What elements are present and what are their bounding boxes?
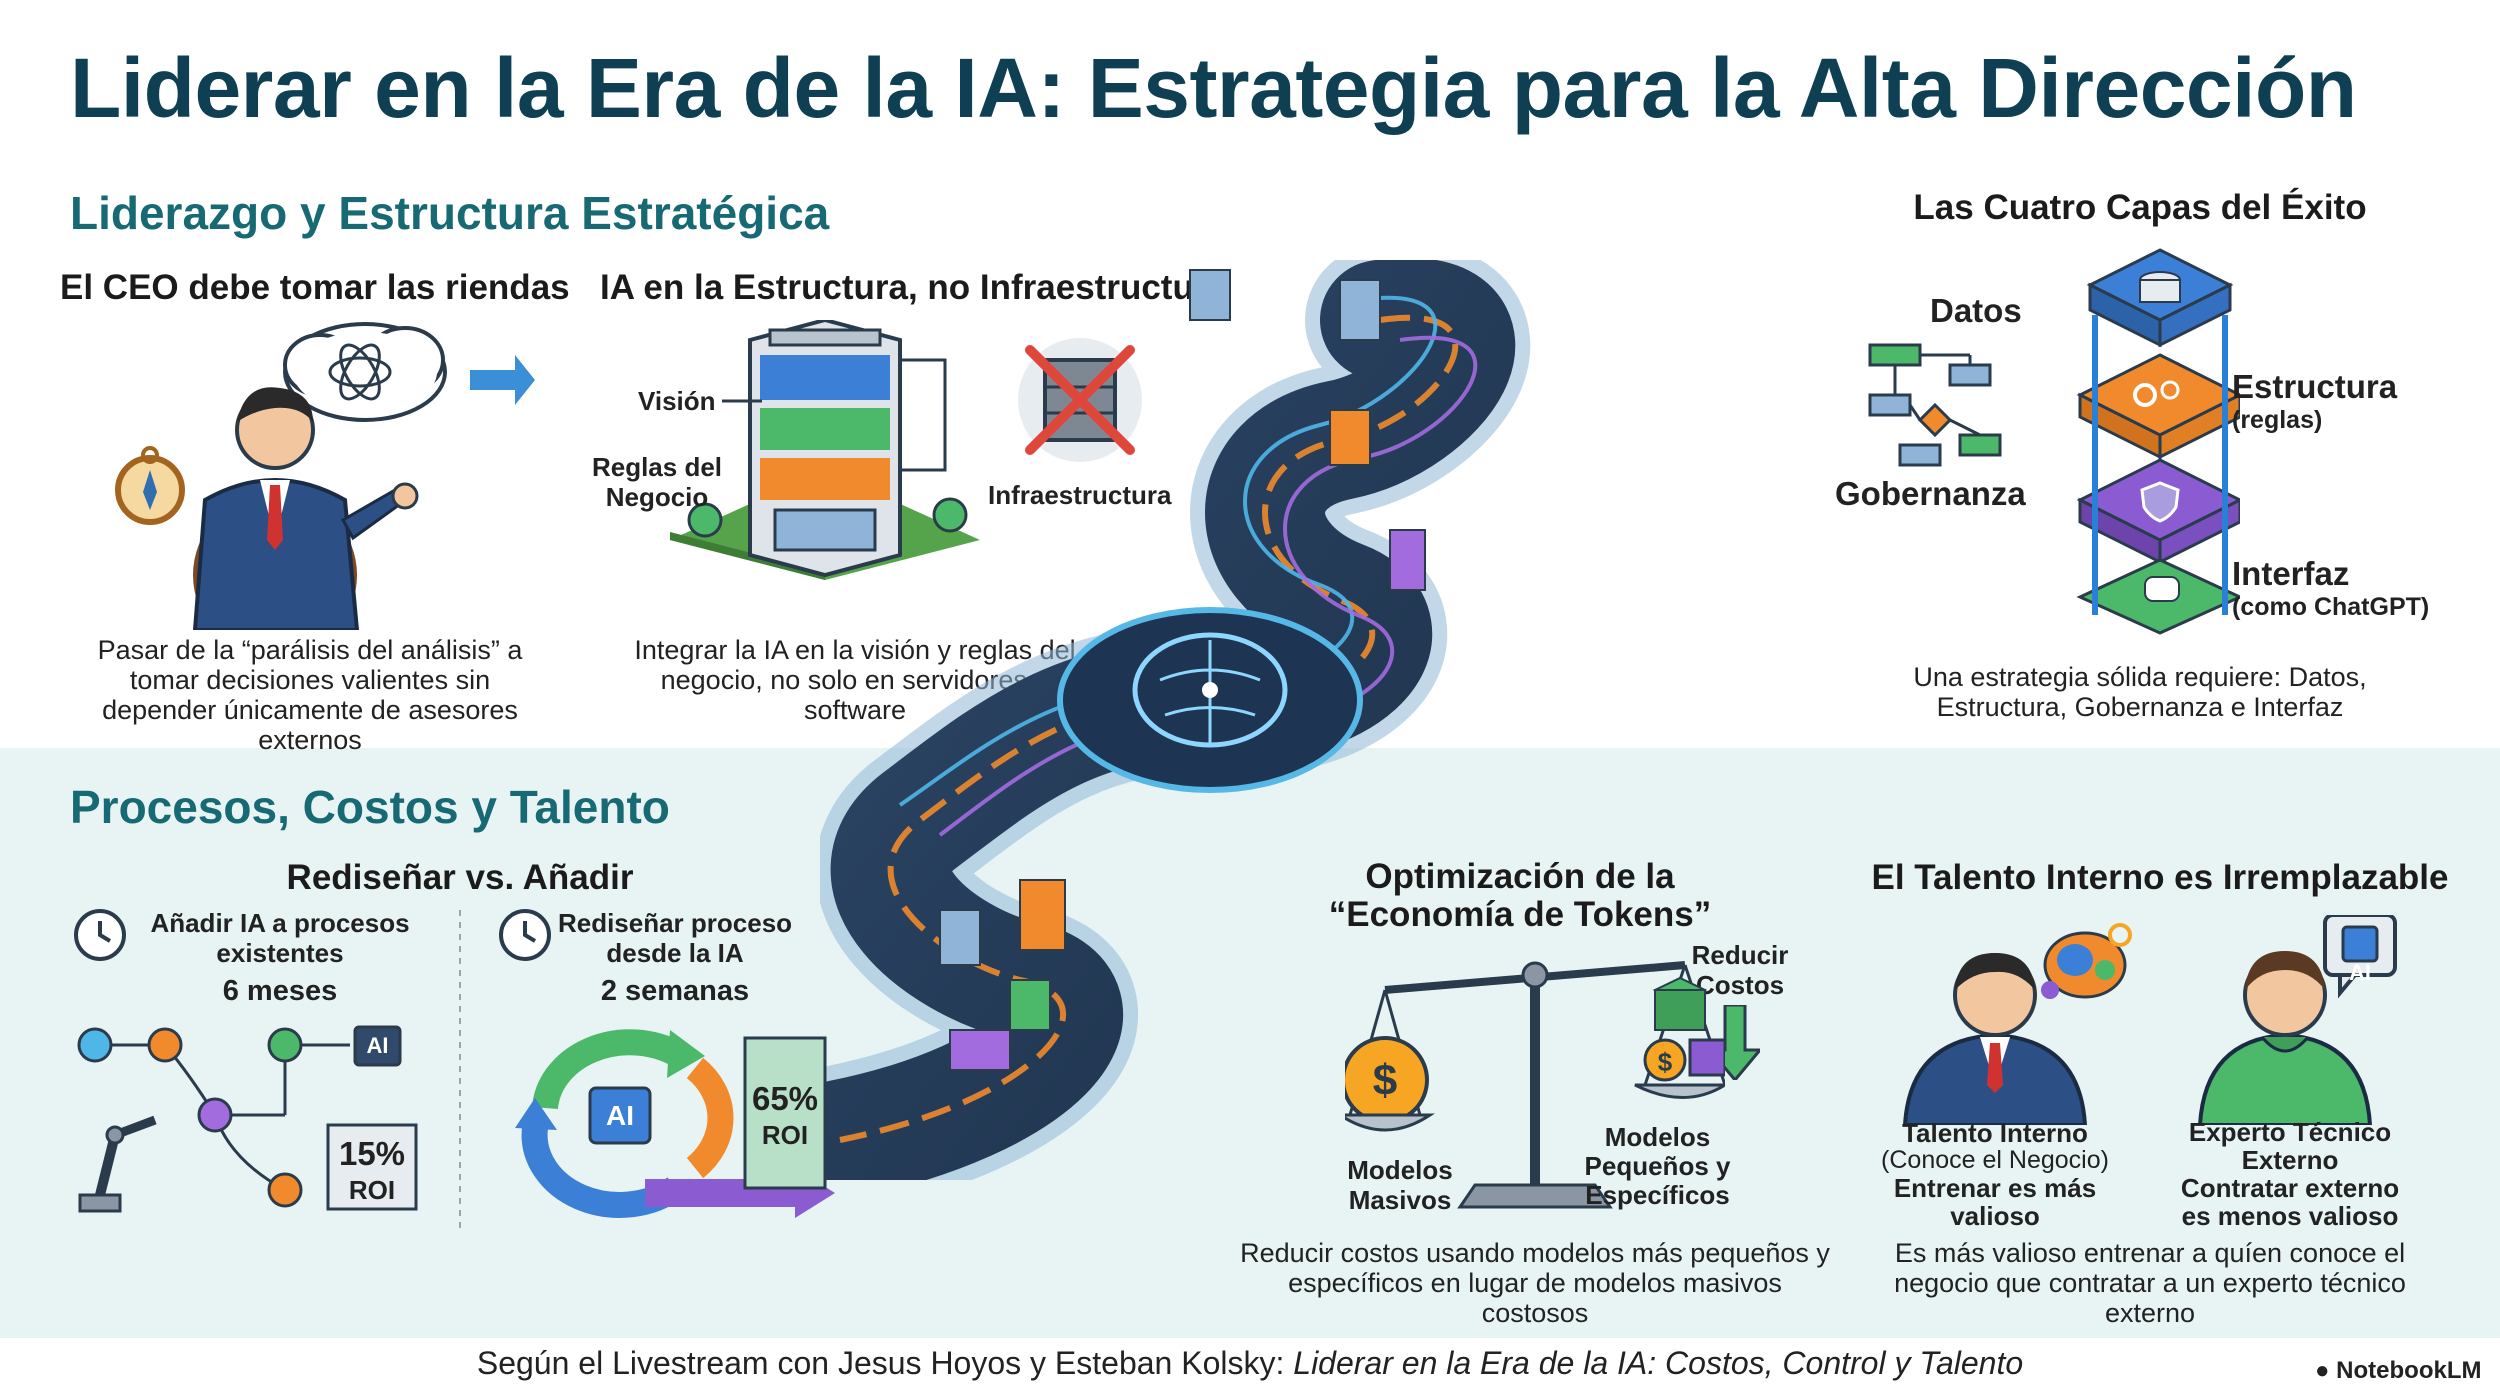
external-expert-name: Experto Técnico Externo: [2188, 1117, 2392, 1175]
label-structure-sub: (reglas): [2232, 406, 2323, 434]
four-layers-title: Las Cuatro Capas del Éxito: [1913, 188, 2367, 227]
internal-talent-value: Entrenar es más valioso: [1893, 1173, 2097, 1231]
svg-text:$: $: [1658, 1047, 1673, 1077]
brand-logo: ● NotebookLM: [2315, 1357, 2481, 1385]
add-ai-time: 6 meses: [222, 975, 338, 1007]
layer-data-icon: [2086, 248, 2234, 348]
redesign-cycle-diagram: [515, 1029, 835, 1218]
ai-bubble-label: AI: [2349, 960, 2371, 985]
massive-models-label: Modelos Masivos: [1347, 1155, 1453, 1215]
robot-arm-icon: [78, 1115, 157, 1213]
tokens-caption: Reducir costos usando modelos más pequeñ…: [1240, 1238, 1830, 1328]
redesign-roi-value: 65%: [751, 1080, 819, 1117]
external-expert-value: Contratar externo es menos valioso: [2180, 1173, 2400, 1231]
arrow-right-icon: [470, 355, 535, 405]
label-interface: Interfaz: [2232, 555, 2350, 592]
ai-chip-label-add: AI: [366, 1033, 389, 1058]
ai-speech-bubble-icon: [2323, 915, 2397, 999]
ai-chip-icon: [588, 1086, 652, 1145]
cross-icon: [1025, 345, 1135, 455]
ceo-caption: Pasar de la “parálisis del análisis” a t…: [97, 635, 523, 755]
reduce-costs-label: Reducir Costos: [1691, 940, 1789, 1000]
redesign-roi-label: ROI: [761, 1120, 809, 1150]
label-structure: Estructura: [2232, 368, 2398, 405]
four-layers-stack-illustration: [1868, 248, 2240, 635]
redesign-label: Rediseñar proceso desde la IA: [557, 908, 793, 968]
ceo-title: El CEO debe tomar las riendas: [60, 268, 570, 307]
compass-icon: [115, 446, 185, 525]
add-roi-value: 15%: [338, 1135, 406, 1172]
small-models-icon: [1643, 976, 1725, 1082]
ceo-steering-illustration: [115, 322, 535, 630]
external-expert-person-icon: [2197, 951, 2373, 1125]
footer-source: Según el Livestream con Jesus Hoyos y Es…: [0, 1345, 2500, 1382]
talent-caption: Es más valioso entrenar a quíen conoce e…: [1894, 1238, 2406, 1328]
label-business-rules: Reglas del Negocio: [591, 452, 723, 512]
ai-chip-icon: [353, 1025, 402, 1067]
brain-hub-icon: [1057, 607, 1363, 793]
vision-connector-line: [722, 399, 762, 403]
internal-talent-person-icon: [1902, 953, 2088, 1125]
brain-gears-icon: [2041, 923, 2132, 999]
svg-text:$: $: [1373, 1056, 1397, 1105]
internal-talent-sub: (Conoce el Negocio): [1881, 1146, 2109, 1174]
structure-title: IA en la Estructura, no Infraestructura: [600, 268, 1227, 307]
footer-prefix: Según el Livestream con Jesus Hoyos y Es…: [476, 1345, 1294, 1381]
divider-line: [459, 910, 461, 1230]
ai-roadmap-road-illustration: [820, 260, 1531, 1180]
ceo-person-icon: [192, 387, 419, 630]
talent-comparison-illustration: [1902, 915, 2397, 1125]
balance-scale-illustration: $ $: [1345, 961, 1725, 1209]
label-data: Datos: [1930, 292, 2022, 329]
clock-icon: [74, 909, 126, 961]
bottom-section-background: [0, 748, 2500, 1338]
building-icon: [748, 320, 902, 578]
layer-interface-icon: [2076, 558, 2240, 635]
add-ai-label: Añadir IA a procesos existentes: [150, 908, 410, 968]
page-title: Liderar en la Era de la IA: Estrategia p…: [70, 41, 2357, 135]
footer-source-title: Liderar en la Era de la IA: Costos, Cont…: [1293, 1345, 2024, 1381]
add-ai-process-diagram: [77, 1025, 418, 1213]
label-infrastructure: Infraestructura: [988, 480, 1172, 510]
clock-icon: [499, 909, 551, 961]
redesign-title: Rediseñar vs. Añadir: [286, 858, 634, 897]
label-vision: Visión: [638, 386, 716, 416]
internal-talent-name: Talento Interno: [1902, 1118, 2088, 1148]
crossed-server-illustration: [1018, 338, 1142, 462]
layer-structure-icon: [2076, 353, 2240, 460]
add-roi-label: ROI: [348, 1175, 396, 1205]
label-interface-sub: (como ChatGPT): [2232, 593, 2430, 621]
tokens-title: Optimización de la “Economía de Tokens”: [1328, 857, 1712, 934]
brand-icon: ●: [2315, 1357, 2337, 1384]
brand-name: NotebookLM: [2336, 1357, 2482, 1384]
section-title-processes: Procesos, Costos y Talento: [70, 781, 670, 833]
four-layers-caption: Una estrategia sólida requiere: Datos, E…: [1913, 662, 2367, 722]
small-models-label: Modelos Pequeños y Específicos: [1584, 1122, 1731, 1210]
flowchart-icon: [1868, 343, 2002, 467]
talent-title: El Talento Interno es Irremplazable: [1871, 858, 2449, 897]
redesign-time: 2 semanas: [600, 975, 750, 1007]
section-title-leadership: Liderazgo y Estructura Estratégica: [70, 187, 830, 239]
ai-center-label: AI: [606, 1100, 634, 1131]
label-governance: Gobernanza: [1835, 475, 2026, 512]
layer-governance-icon: [2076, 458, 2240, 565]
business-building-illustration: [670, 320, 980, 580]
